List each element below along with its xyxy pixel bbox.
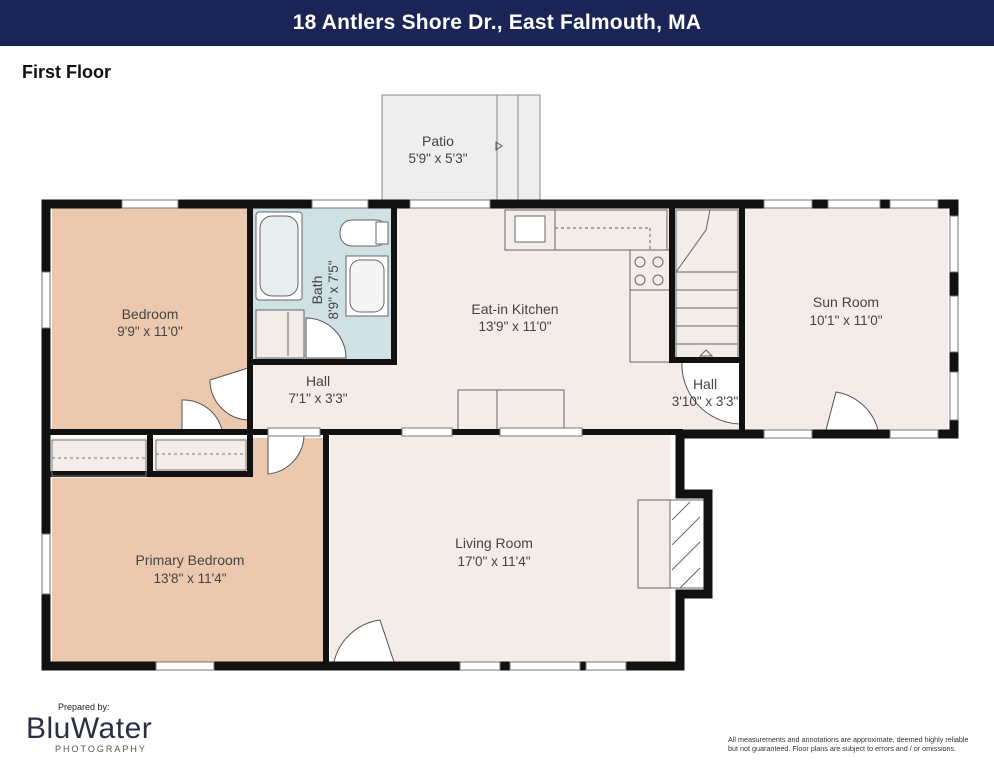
living-room-dims: 17'0" x 11'4" [457,554,530,569]
brand-name-part1: Blu [26,712,71,745]
hall-left-dims: 7'1" x 3'3" [288,391,347,406]
bedroom-name: Bedroom [122,306,179,322]
kitchen-name: Eat-in Kitchen [471,301,558,317]
patio-name: Patio [422,133,454,149]
brand-logo: BluWater [26,712,152,746]
closet2-floor [152,438,250,472]
primary-bedroom-name: Primary Bedroom [136,552,245,568]
page-header: 18 Antlers Shore Dr., East Falmouth, MA [0,0,994,46]
header-title: 18 Antlers Shore Dr., East Falmouth, MA [292,11,702,34]
living-room-name: Living Room [455,535,533,551]
living-room-floor [330,434,670,664]
bedroom-dims: 9'9" x 11'0" [117,324,183,339]
windows [41,199,959,671]
fireplace [637,499,707,589]
brand-name-part2: Water [70,712,153,745]
primary-bedroom-dims: 13'8" x 11'4" [153,571,226,586]
sun-room-floor [742,208,948,430]
kitchen-dims: 13'9" x 11'0" [478,319,551,334]
disclaimer-text: All measurements and annotations are app… [728,735,969,753]
brand-subtitle: PHOTOGRAPHY [55,744,147,754]
bath-dims: 8'9" x 7'5" [326,260,341,319]
hall-left-name: Hall [306,373,330,389]
hall-left-floor [252,360,394,430]
stair-floor [670,208,742,360]
door-swings [181,317,879,663]
patio-dims: 5'9" x 5'3" [408,151,467,166]
sun-room-dims: 10'1" x 11'0" [809,313,882,328]
patio-area [381,94,541,201]
kitchen-fixtures [457,209,671,431]
prepared-by-label: Prepared by: [58,702,110,712]
floor-label: First Floor [22,62,111,82]
sun-room-name: Sun Room [813,294,879,310]
hall-right-dims: 3'10" x 3'3" [672,394,739,409]
hall-right-name: Hall [693,376,717,392]
bath-fixtures [255,211,389,359]
bath-name: Bath [309,276,325,305]
